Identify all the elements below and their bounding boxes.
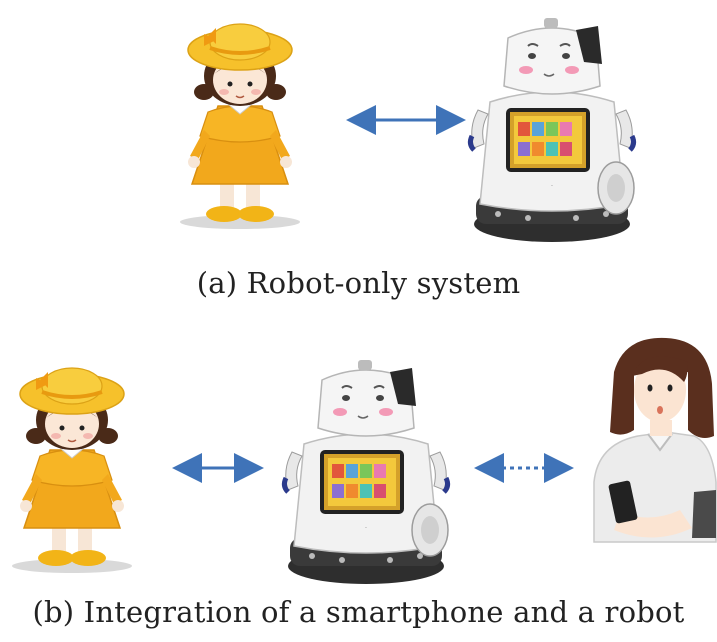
woman-with-smartphone-figure <box>584 332 717 544</box>
robot-figure <box>468 18 636 244</box>
caption-a: (a) Robot-only system <box>196 266 521 300</box>
robot-figure <box>282 360 450 586</box>
dotted-double-arrow <box>474 453 574 483</box>
solid-double-arrow <box>346 105 466 135</box>
caption-b: (b) Integration of a smartphone and a ro… <box>32 595 685 629</box>
panel-smartphone-and-robot: (b) Integration of a smartphone and a ro… <box>0 320 717 642</box>
girl-figure <box>178 14 302 231</box>
panel-robot-only: (a) Robot-only system <box>0 0 717 320</box>
girl-figure <box>10 358 134 575</box>
solid-double-arrow <box>172 453 264 483</box>
